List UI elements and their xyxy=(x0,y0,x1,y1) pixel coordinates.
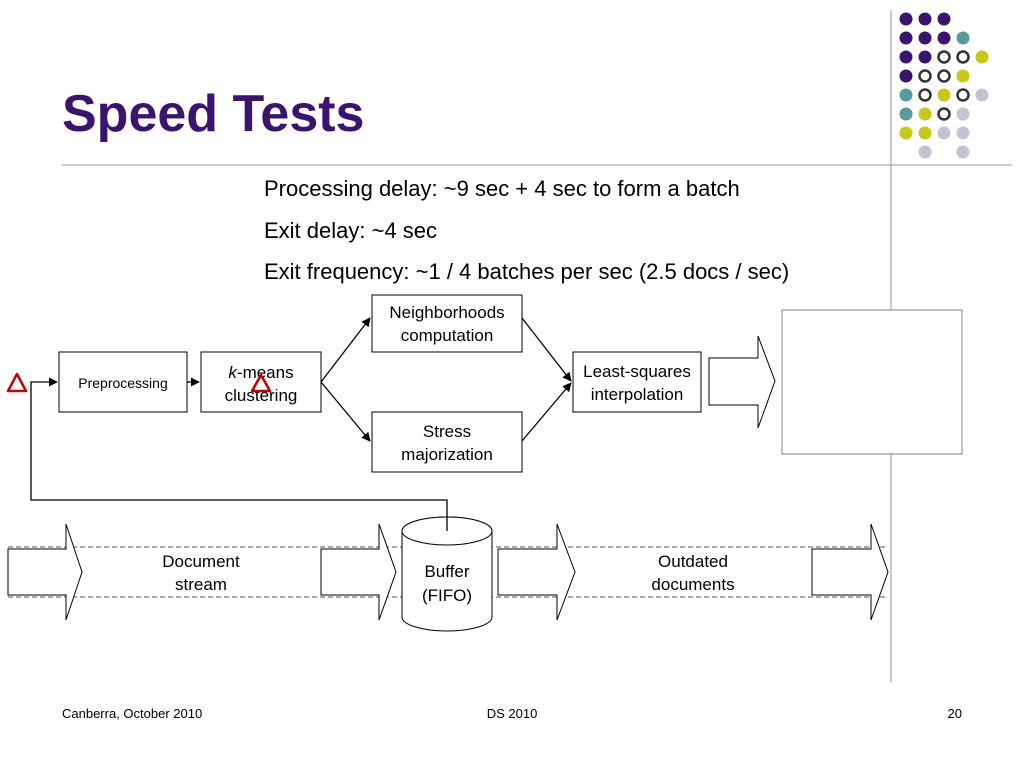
stress-label-line1: Stress xyxy=(423,422,471,441)
outdated-documents-label-line2: documents xyxy=(651,575,734,594)
decorative-dot xyxy=(899,12,913,26)
stream-block-arrow xyxy=(7,523,83,621)
output-block-arrow xyxy=(708,335,776,429)
kmeans-box xyxy=(200,351,322,413)
decorative-ring xyxy=(956,50,970,64)
slide-title: Speed Tests xyxy=(62,85,365,143)
decorative-dot xyxy=(956,126,970,140)
decorative-ring xyxy=(937,107,951,121)
stream-block-arrow xyxy=(320,523,397,621)
decorative-ring xyxy=(918,88,932,102)
decorative-dot xyxy=(899,126,913,140)
decorative-dot-grid xyxy=(899,12,989,159)
decorative-dot xyxy=(899,69,913,83)
bullet-exit-frequency: Exit frequency: ~1 / 4 batches per sec (… xyxy=(264,259,790,284)
neighborhoods-label-line1: Neighborhoods xyxy=(389,303,504,322)
footer-event: DS 2010 xyxy=(486,706,538,721)
stress-label-line2: majorization xyxy=(401,445,493,464)
warning-triangle-icon xyxy=(6,372,28,393)
decorative-dot xyxy=(899,50,913,64)
bullet-processing-delay: Processing delay: ~9 sec + 4 sec to form… xyxy=(264,176,740,201)
decorative-dot xyxy=(918,31,932,45)
kmeans-label: k-means xyxy=(228,363,293,382)
decorative-dot xyxy=(899,88,913,102)
decorative-dot xyxy=(899,31,913,45)
document-stream-label-line2: stream xyxy=(175,575,227,594)
decorative-dot xyxy=(937,31,951,45)
buffer-label-line1: Buffer xyxy=(424,562,469,581)
outdated-documents-label-line1: Outdated xyxy=(658,552,728,571)
decorative-dot xyxy=(918,145,932,159)
arrow-to-stress xyxy=(320,381,371,442)
neighborhoods-label-line2: computation xyxy=(401,326,494,345)
decorative-dot xyxy=(956,31,970,45)
output-box xyxy=(781,309,963,455)
preprocessing-box xyxy=(58,351,188,413)
decorative-dot xyxy=(937,12,951,26)
decorative-dot xyxy=(918,126,932,140)
decorative-dot xyxy=(956,69,970,83)
decorative-ring xyxy=(956,88,970,102)
decorative-dot xyxy=(918,107,932,121)
neighborhoods-box xyxy=(371,294,523,353)
least-squares-label-line2: interpolation xyxy=(591,385,684,404)
decorative-ring xyxy=(937,69,951,83)
decorative-dot xyxy=(937,126,951,140)
decorative-ring xyxy=(937,50,951,64)
warning-triangle-icon xyxy=(250,373,272,393)
kmeans-means: -means xyxy=(237,363,294,382)
stream-block-arrow xyxy=(497,523,576,621)
arrow-to-neighborhoods xyxy=(320,317,371,383)
decorative-ring xyxy=(918,69,932,83)
decorative-dot xyxy=(937,88,951,102)
kmeans-k: k xyxy=(228,363,238,382)
least-squares-label-line1: Least-squares xyxy=(583,362,691,381)
least-squares-box xyxy=(572,351,702,413)
decorative-dot xyxy=(975,88,989,102)
stress-box xyxy=(371,411,523,473)
decorative-dot xyxy=(956,107,970,121)
document-stream-label-line1: Document xyxy=(162,552,240,571)
stream-block-arrow xyxy=(811,523,889,621)
buffer-label-line2: (FIFO) xyxy=(422,586,472,605)
preprocessing-label: Preprocessing xyxy=(78,375,168,391)
decorative-dot xyxy=(899,107,913,121)
footer-page-number: 20 xyxy=(947,706,962,721)
arrow-stress-to-lsq xyxy=(521,382,572,442)
decorative-dot xyxy=(918,50,932,64)
decorative-dot xyxy=(975,50,989,64)
arrow-neighborhoods-to-lsq xyxy=(521,317,572,382)
bullet-exit-delay: Exit delay: ~4 sec xyxy=(264,218,438,243)
decorative-dot xyxy=(918,12,932,26)
footer-location: Canberra, October 2010 xyxy=(62,706,203,721)
kmeans-label-line2: clustering xyxy=(225,386,298,405)
decorative-dot xyxy=(956,145,970,159)
feedback-loop-arrow xyxy=(30,377,448,514)
